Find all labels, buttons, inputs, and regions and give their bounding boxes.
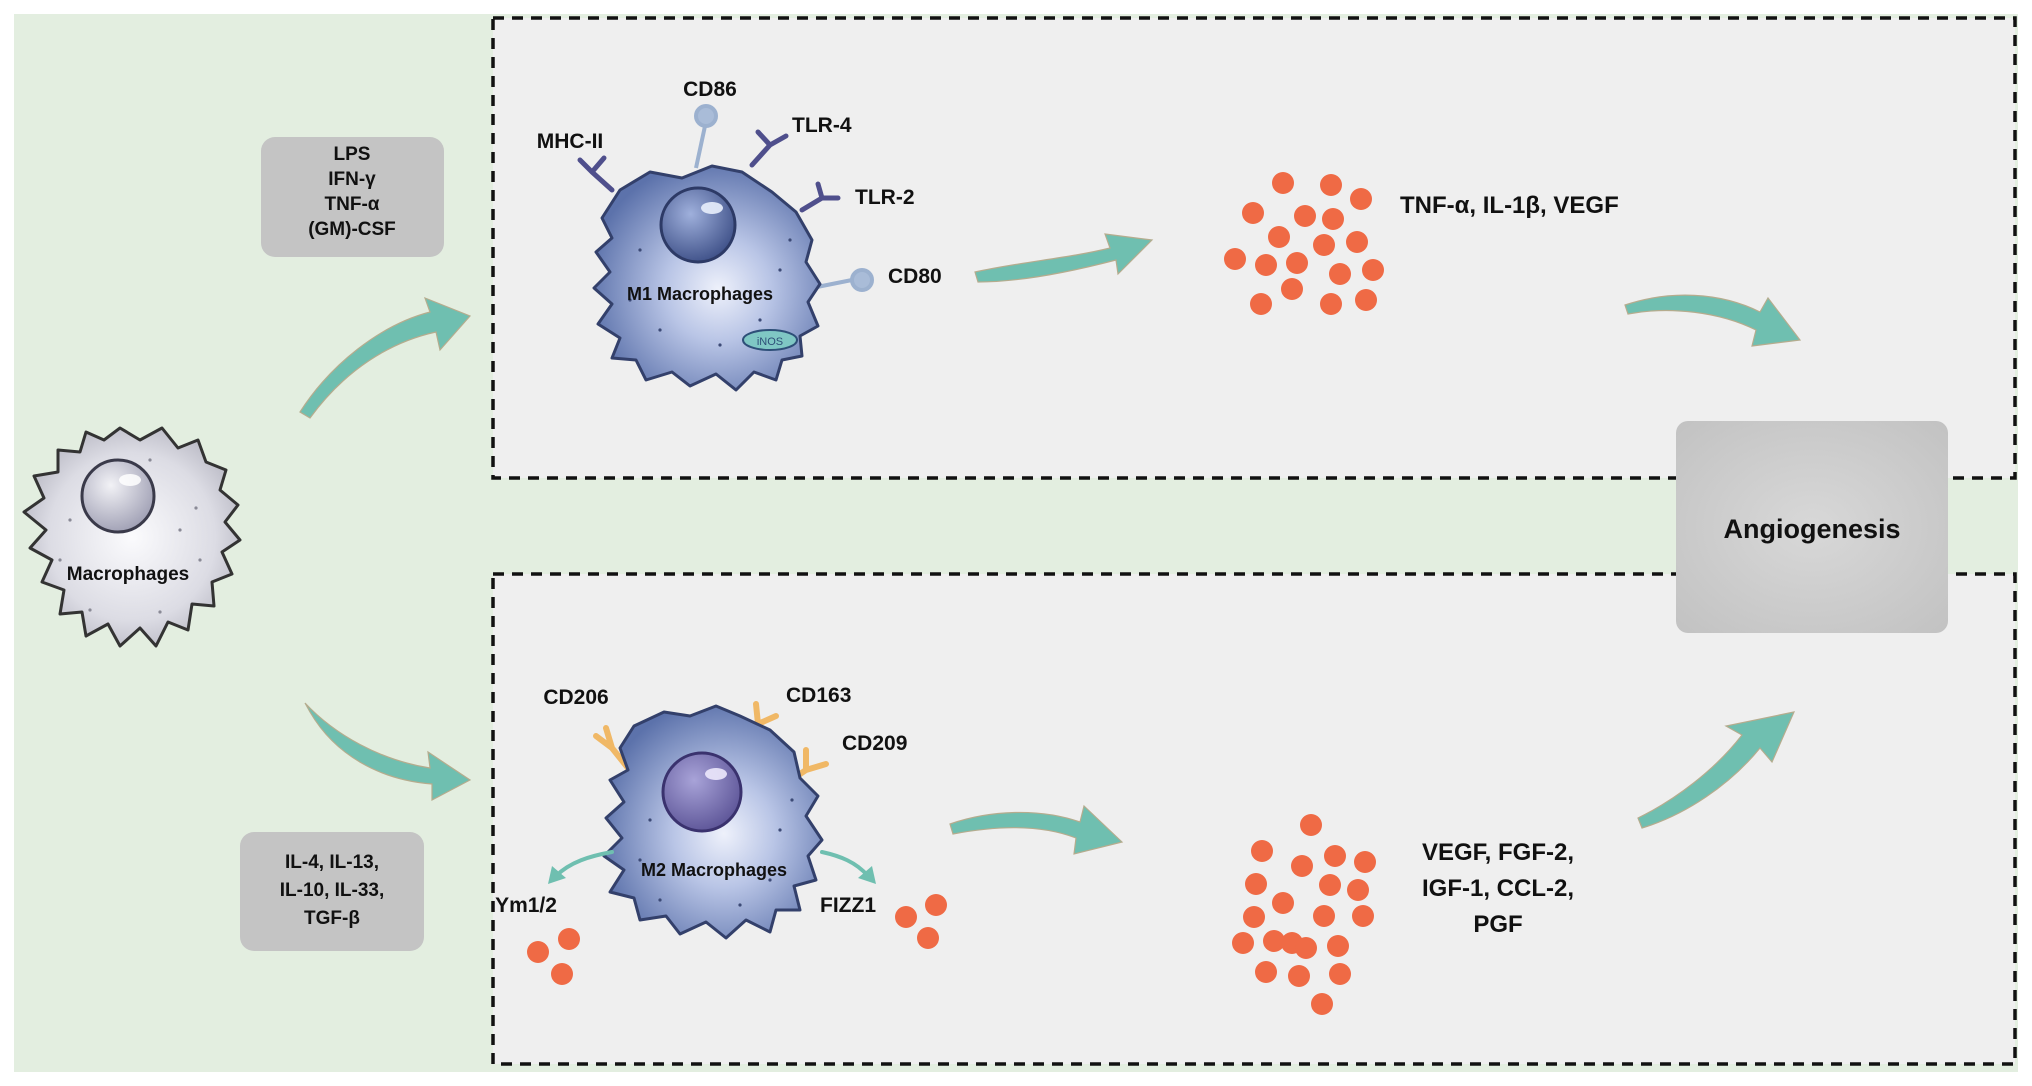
cytokine-dot <box>1329 263 1351 285</box>
cytokine-dot <box>1272 892 1294 914</box>
arrow-m1-to-angiogenesis <box>1624 294 1802 347</box>
m1-cell: M1 Macrophages iNOS <box>577 104 874 392</box>
macrophage-cell: Macrophages <box>22 426 242 648</box>
m1-stimuli-box: LPS IFN-γ TNF-α (GM)-CSF <box>261 137 444 257</box>
ym-dot <box>551 963 573 985</box>
cytokine-dot <box>1362 259 1384 281</box>
cytokine-dot <box>1354 851 1376 873</box>
cytokine-dot <box>1250 293 1272 315</box>
ym-dot <box>527 941 549 963</box>
m1-stimulus-tnf: TNF-α <box>325 194 380 215</box>
m1-cytokine-cluster <box>1224 172 1384 315</box>
inos-label: iNOS <box>757 336 783 348</box>
cytokine-dot <box>1320 174 1342 196</box>
cytokine-dot <box>1224 248 1246 270</box>
cytokine-dot <box>1327 935 1349 957</box>
cd206-label: CD206 <box>543 686 608 709</box>
fizz-dot <box>917 927 939 949</box>
cd80-label: CD80 <box>888 265 942 288</box>
inos-organelle <box>742 329 798 351</box>
cytokine-dot <box>1255 961 1277 983</box>
cytokine-dot <box>1329 963 1351 985</box>
m1-secreted-label: TNF-α, IL-1β, VEGF <box>1400 192 1619 219</box>
m2-cell-label: M2 Macrophages <box>641 860 787 880</box>
cd86-receptor-head <box>694 104 718 128</box>
cytokine-dot <box>1288 965 1310 987</box>
cd209-label: CD209 <box>842 732 907 755</box>
cytokine-dot <box>1291 855 1313 877</box>
fizz-label: FIZZ1 <box>820 894 876 917</box>
cytokine-dot <box>1268 226 1290 248</box>
m2-stimulus-line1: IL-4, IL-13, <box>285 852 379 873</box>
cd163-label: CD163 <box>786 684 851 707</box>
cytokine-dot <box>1313 234 1335 256</box>
cytokine-dot <box>1324 845 1346 867</box>
ym-dot <box>558 928 580 950</box>
arrow-to-m2 <box>304 702 472 801</box>
cytokine-dot <box>1281 278 1303 300</box>
cytokine-dot <box>1355 289 1377 311</box>
cytokine-dot <box>1295 937 1317 959</box>
cd80-receptor-head <box>850 268 874 292</box>
m2-stimulus-line2: IL-10, IL-33, <box>280 880 385 901</box>
m2-secreted-line1: VEGF, FGF-2, <box>1422 839 1574 866</box>
cytokine-dot <box>1243 906 1265 928</box>
ym-label: Ym1/2 <box>495 894 557 917</box>
m2-cell: M2 Macrophages <box>548 701 876 940</box>
m2-secreted-line2: IGF-1, CCL-2, <box>1422 875 1574 902</box>
arrow-m1-to-cytokines <box>974 233 1154 283</box>
cytokine-dot <box>1272 172 1294 194</box>
cytokine-dot <box>1346 231 1368 253</box>
cytokine-dot <box>1251 840 1273 862</box>
cytokine-dot <box>1245 873 1267 895</box>
m2-stimuli-box: IL-4, IL-13, IL-10, IL-33, TGF-β <box>240 832 424 951</box>
cytokine-dot <box>1313 905 1335 927</box>
m1-cell-label: M1 Macrophages <box>627 284 773 304</box>
m2-cytokine-cluster <box>1232 814 1376 1015</box>
cytokine-dot <box>1352 905 1374 927</box>
cytokine-dot <box>1320 293 1342 315</box>
cytokine-dot <box>1347 879 1369 901</box>
fizz-dot <box>895 906 917 928</box>
cytokine-dot <box>1350 188 1372 210</box>
m2-secreted-line3: PGF <box>1473 911 1522 938</box>
cytokine-dot <box>1311 993 1333 1015</box>
cytokine-dot <box>1242 202 1264 224</box>
tlr4-label: TLR-4 <box>792 114 852 137</box>
angiogenesis-box: Angiogenesis <box>1676 421 1948 633</box>
mhc2-label: MHC-II <box>537 130 604 153</box>
arrow-m2-to-cytokines <box>949 804 1124 855</box>
m2-stimulus-line3: TGF-β <box>304 908 360 929</box>
macrophage-label: Macrophages <box>67 564 189 585</box>
cytokine-dot <box>1294 205 1316 227</box>
fizz-dot <box>925 894 947 916</box>
m1-stimulus-lps: LPS <box>334 144 371 165</box>
cd86-receptor-stalk <box>694 125 707 169</box>
arrow-to-m1 <box>299 296 472 419</box>
cd86-label: CD86 <box>683 78 737 101</box>
fizz-dot-cluster <box>895 894 947 949</box>
tlr4-receptor <box>749 129 789 168</box>
mhc2-receptor <box>577 155 615 193</box>
cytokine-dot <box>1319 874 1341 896</box>
angiogenesis-label: Angiogenesis <box>1723 514 1900 544</box>
m1-stimulus-ifn: IFN-γ <box>328 169 376 190</box>
cytokine-dot <box>1255 254 1277 276</box>
tlr2-receptor <box>799 181 841 213</box>
cytokine-dot <box>1263 930 1285 952</box>
cytokine-dot <box>1300 814 1322 836</box>
arrow-m2-to-angiogenesis <box>1637 711 1796 829</box>
cytokine-dot <box>1232 932 1254 954</box>
cytokine-dot <box>1286 252 1308 274</box>
cytokine-dot <box>1322 208 1344 230</box>
tlr2-label: TLR-2 <box>855 186 915 209</box>
ym-dot-cluster <box>527 928 580 985</box>
m2-panel <box>491 572 2017 1066</box>
m1-stimulus-gmcsf: (GM)-CSF <box>308 219 396 240</box>
